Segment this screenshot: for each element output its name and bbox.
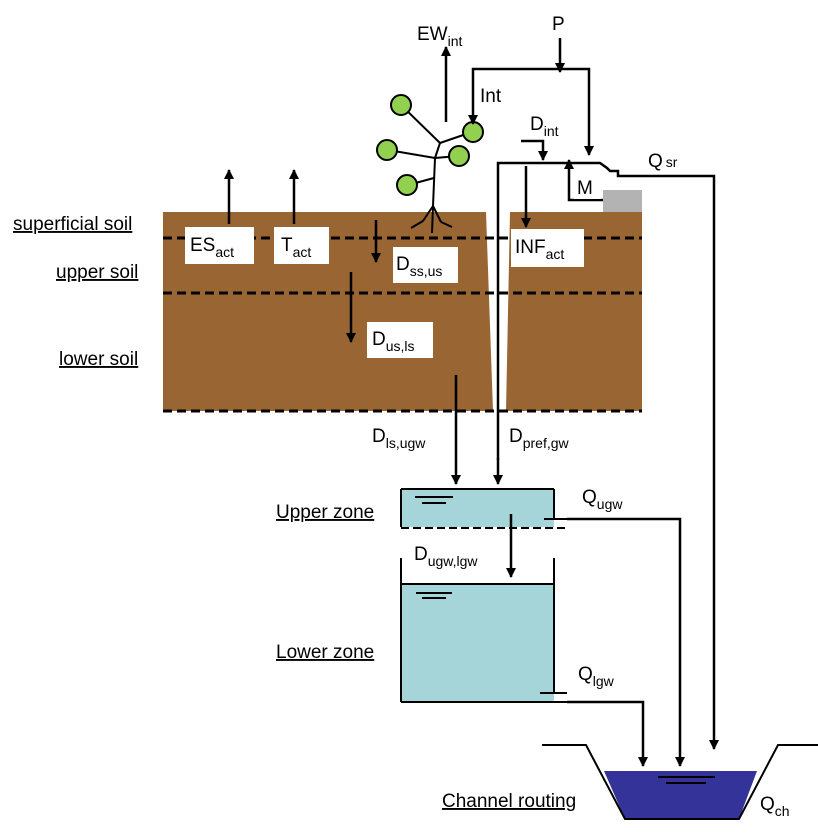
surface-runoff-line <box>496 161 719 750</box>
lower-zone-water <box>401 584 554 702</box>
p-to-surface-connector <box>562 67 594 156</box>
int-label: Int <box>480 86 502 107</box>
d-pref-gw-label: Dpref,gw <box>509 426 570 451</box>
es-label-box <box>185 227 254 264</box>
lower-zone-label: Lower zone <box>276 642 374 663</box>
d-us-ls-label: Dus,ls <box>372 329 415 354</box>
inf-label-box <box>511 229 584 267</box>
d-int-connector <box>521 139 548 161</box>
d-ss-us-label-box <box>393 247 458 283</box>
d-ugw-lgw-label: Dugw,lgw <box>414 544 478 569</box>
channel-routing-label: Channel routing <box>442 791 576 812</box>
m-arrow <box>564 159 603 202</box>
upper-zone-label: Upper zone <box>276 502 374 523</box>
upper-zone-water <box>401 489 554 527</box>
d-us-ls-label-box <box>367 322 433 358</box>
q-lgw-label: Qlgw <box>578 664 615 689</box>
snow-pack <box>603 190 642 212</box>
q-lgw-connector <box>567 700 648 767</box>
t-label: Tact <box>281 235 311 260</box>
d-ss-us-label: Dss,us <box>396 254 442 279</box>
q-ugw-label: Qugw <box>582 487 623 512</box>
channel-outline <box>542 744 818 820</box>
leaf-icon <box>462 121 484 143</box>
m-label: M <box>577 178 593 199</box>
superficial-soil-label: superficial soil <box>13 214 132 235</box>
q-ch-label: Qch <box>760 794 790 819</box>
channel-water <box>604 771 757 819</box>
int-connector <box>468 67 562 125</box>
m-label-box <box>574 172 601 199</box>
leaf-icon <box>396 174 418 196</box>
d-ls-ugw-label: Dls,ugw <box>372 426 426 451</box>
leaf-icon <box>376 139 398 161</box>
es-label: ESact <box>190 235 234 260</box>
p-label: P <box>552 14 565 35</box>
d-int-label: Dint <box>530 114 559 139</box>
leaf-icon <box>448 145 470 167</box>
upper-soil-label: upper soil <box>56 262 138 283</box>
t-label-box <box>274 227 329 264</box>
q-ugw-connector <box>567 517 685 767</box>
lower-soil-label: lower soil <box>59 349 138 370</box>
ew-label: EWint <box>417 24 463 49</box>
leaf-icon <box>390 94 412 116</box>
inf-label: INFact <box>515 237 564 262</box>
